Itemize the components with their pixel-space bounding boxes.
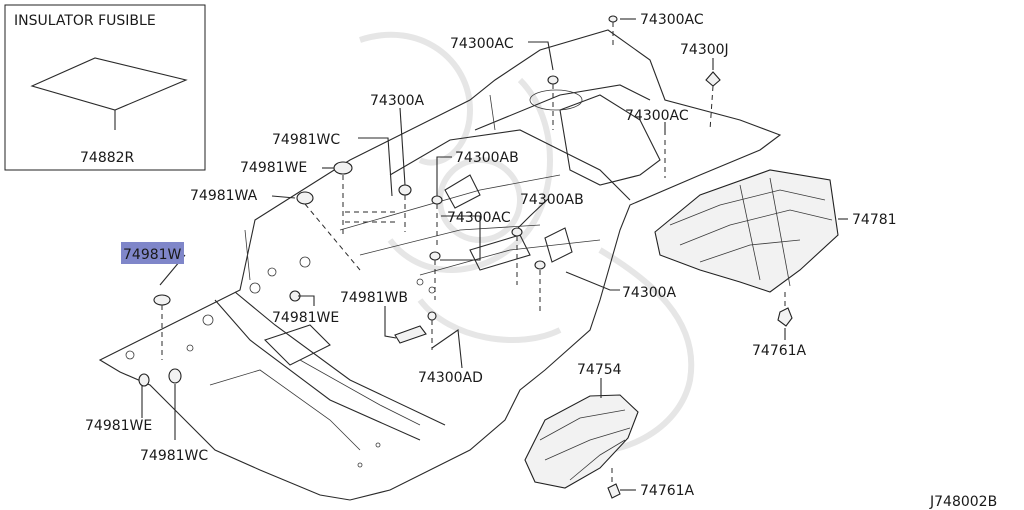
label-74981we-mid: 74981WE	[272, 310, 339, 326]
selected-part-highlight	[121, 242, 184, 264]
plug-74300ad	[427, 311, 437, 321]
plug-74981we-top	[333, 161, 353, 175]
label-74761a-upper: 74761A	[752, 343, 807, 359]
locator-lines	[161, 22, 786, 484]
label-74300ab-lower: 74300AB	[520, 192, 584, 208]
plug-74300a-top	[398, 184, 412, 196]
inset-part-number: 74882R	[80, 150, 135, 166]
bolt-74761a-upper	[777, 307, 793, 327]
plug-74300j	[705, 71, 721, 87]
callout-labels: 74300AC 74300AC 74300J 74300A 74300AC 74…	[85, 12, 997, 510]
label-74300ac-top-right: 74300AC	[640, 12, 704, 28]
grommets	[138, 15, 793, 499]
label-74300ab-upper: 74300AB	[455, 150, 519, 166]
label-74981we-top: 74981WE	[240, 160, 307, 176]
inset-insulator-fusible: INSULATOR FUSIBLE 74882R	[4, 4, 206, 171]
label-74981we-bottom: 74981WE	[85, 418, 152, 434]
label-74981wc-top: 74981WC	[272, 132, 340, 148]
label-74981wa: 74981WA	[190, 188, 258, 204]
heat-insulator-74781	[654, 169, 839, 293]
plug-74300ab-upper	[431, 195, 443, 205]
label-74300ac-center: 74300AC	[447, 210, 511, 226]
floor-panel	[98, 29, 782, 501]
plug-74981w	[153, 294, 171, 306]
label-74300a-right: 74300A	[622, 285, 677, 301]
label-74781: 74781	[852, 212, 897, 228]
heat-insulator-74754	[524, 394, 639, 489]
plug-74300ac-top-right	[608, 15, 618, 23]
leader-lines	[141, 18, 848, 491]
plug-74300a-right	[534, 260, 546, 270]
plug-74981wb	[394, 325, 427, 344]
inset-title: INSULATOR FUSIBLE	[14, 13, 156, 29]
plug-74300ac-top	[547, 75, 559, 85]
label-74754: 74754	[577, 362, 622, 378]
label-74300a-top: 74300A	[370, 93, 425, 109]
plug-74981wa	[296, 191, 314, 205]
insulator-pad-shape	[30, 57, 188, 111]
highlighted-part-number: 74981W	[123, 247, 182, 263]
figure-code: J748002B	[929, 494, 997, 510]
label-74761a-lower: 74761A	[640, 483, 695, 499]
label-74981wc-bottom: 74981WC	[140, 448, 208, 464]
label-74300ac-top: 74300AC	[450, 36, 514, 52]
plug-74981we-bottom	[138, 373, 150, 387]
label-74300ad: 74300AD	[418, 370, 483, 386]
label-74300ac-mid-right: 74300AC	[625, 108, 689, 124]
label-74300j: 74300J	[680, 42, 729, 58]
plug-74981wc-bottom	[168, 368, 182, 384]
label-74981wb: 74981WB	[340, 290, 408, 306]
bolt-74761a-lower	[607, 483, 621, 499]
plug-74300ab-lower	[511, 227, 523, 237]
plug-74300ac-center	[429, 251, 441, 261]
